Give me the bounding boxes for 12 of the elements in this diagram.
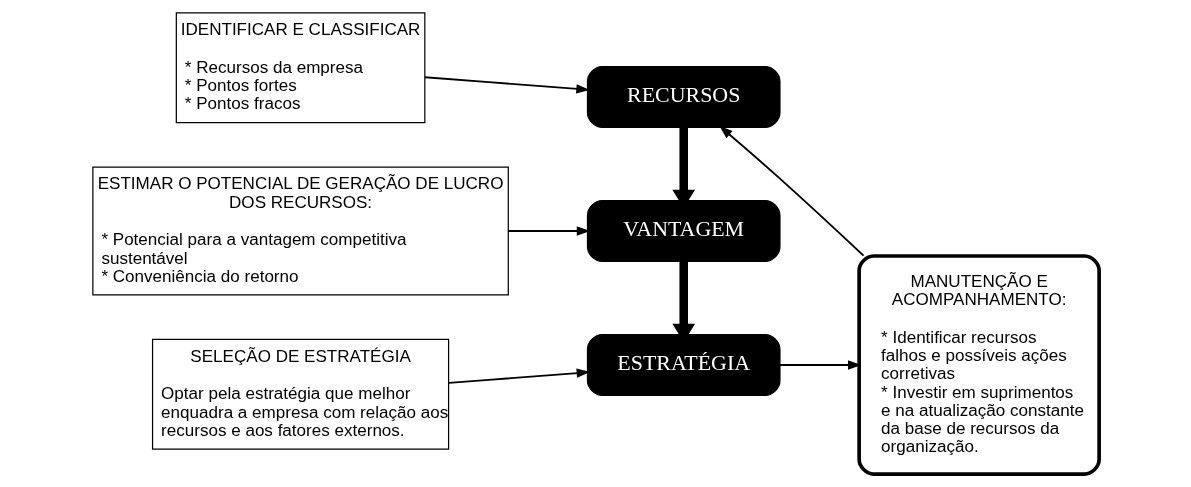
node-box: MANUTENÇÃO E ACOMPANHAMENTO: * Identificar recursos falhos e possíveis ações corretivas * Investir em suprimentos e na atualização constante da base de recursos da organização. (856, 254, 1101, 476)
arrow (423, 76, 590, 94)
node-box: RECURSOS (586, 65, 781, 129)
node-box: VANTAGEM (586, 199, 781, 263)
arrow (447, 368, 590, 384)
node-box: IDENTIFICAR E CLASSIFICAR * Recursos da empresa * Pontos fortes * Pontos fracos (175, 12, 425, 124)
node-box: ESTRATÉGIA (586, 333, 781, 397)
arrow (718, 125, 864, 257)
arrow (778, 360, 861, 370)
arrow (506, 226, 590, 236)
node-box: ESTIMAR O POTENCIAL DE GERAÇÃO DE LUCRO DOS RECURSOS: * Potencial para a vantagem competitiva sustentável * Conveniência do retorno (91, 166, 509, 296)
node-box: SELEÇÃO DE ESTRATÉGIA Optar pela estratégia que melhor enquadra a empresa com relação aos recursos e aos fatores externos. (151, 338, 449, 450)
